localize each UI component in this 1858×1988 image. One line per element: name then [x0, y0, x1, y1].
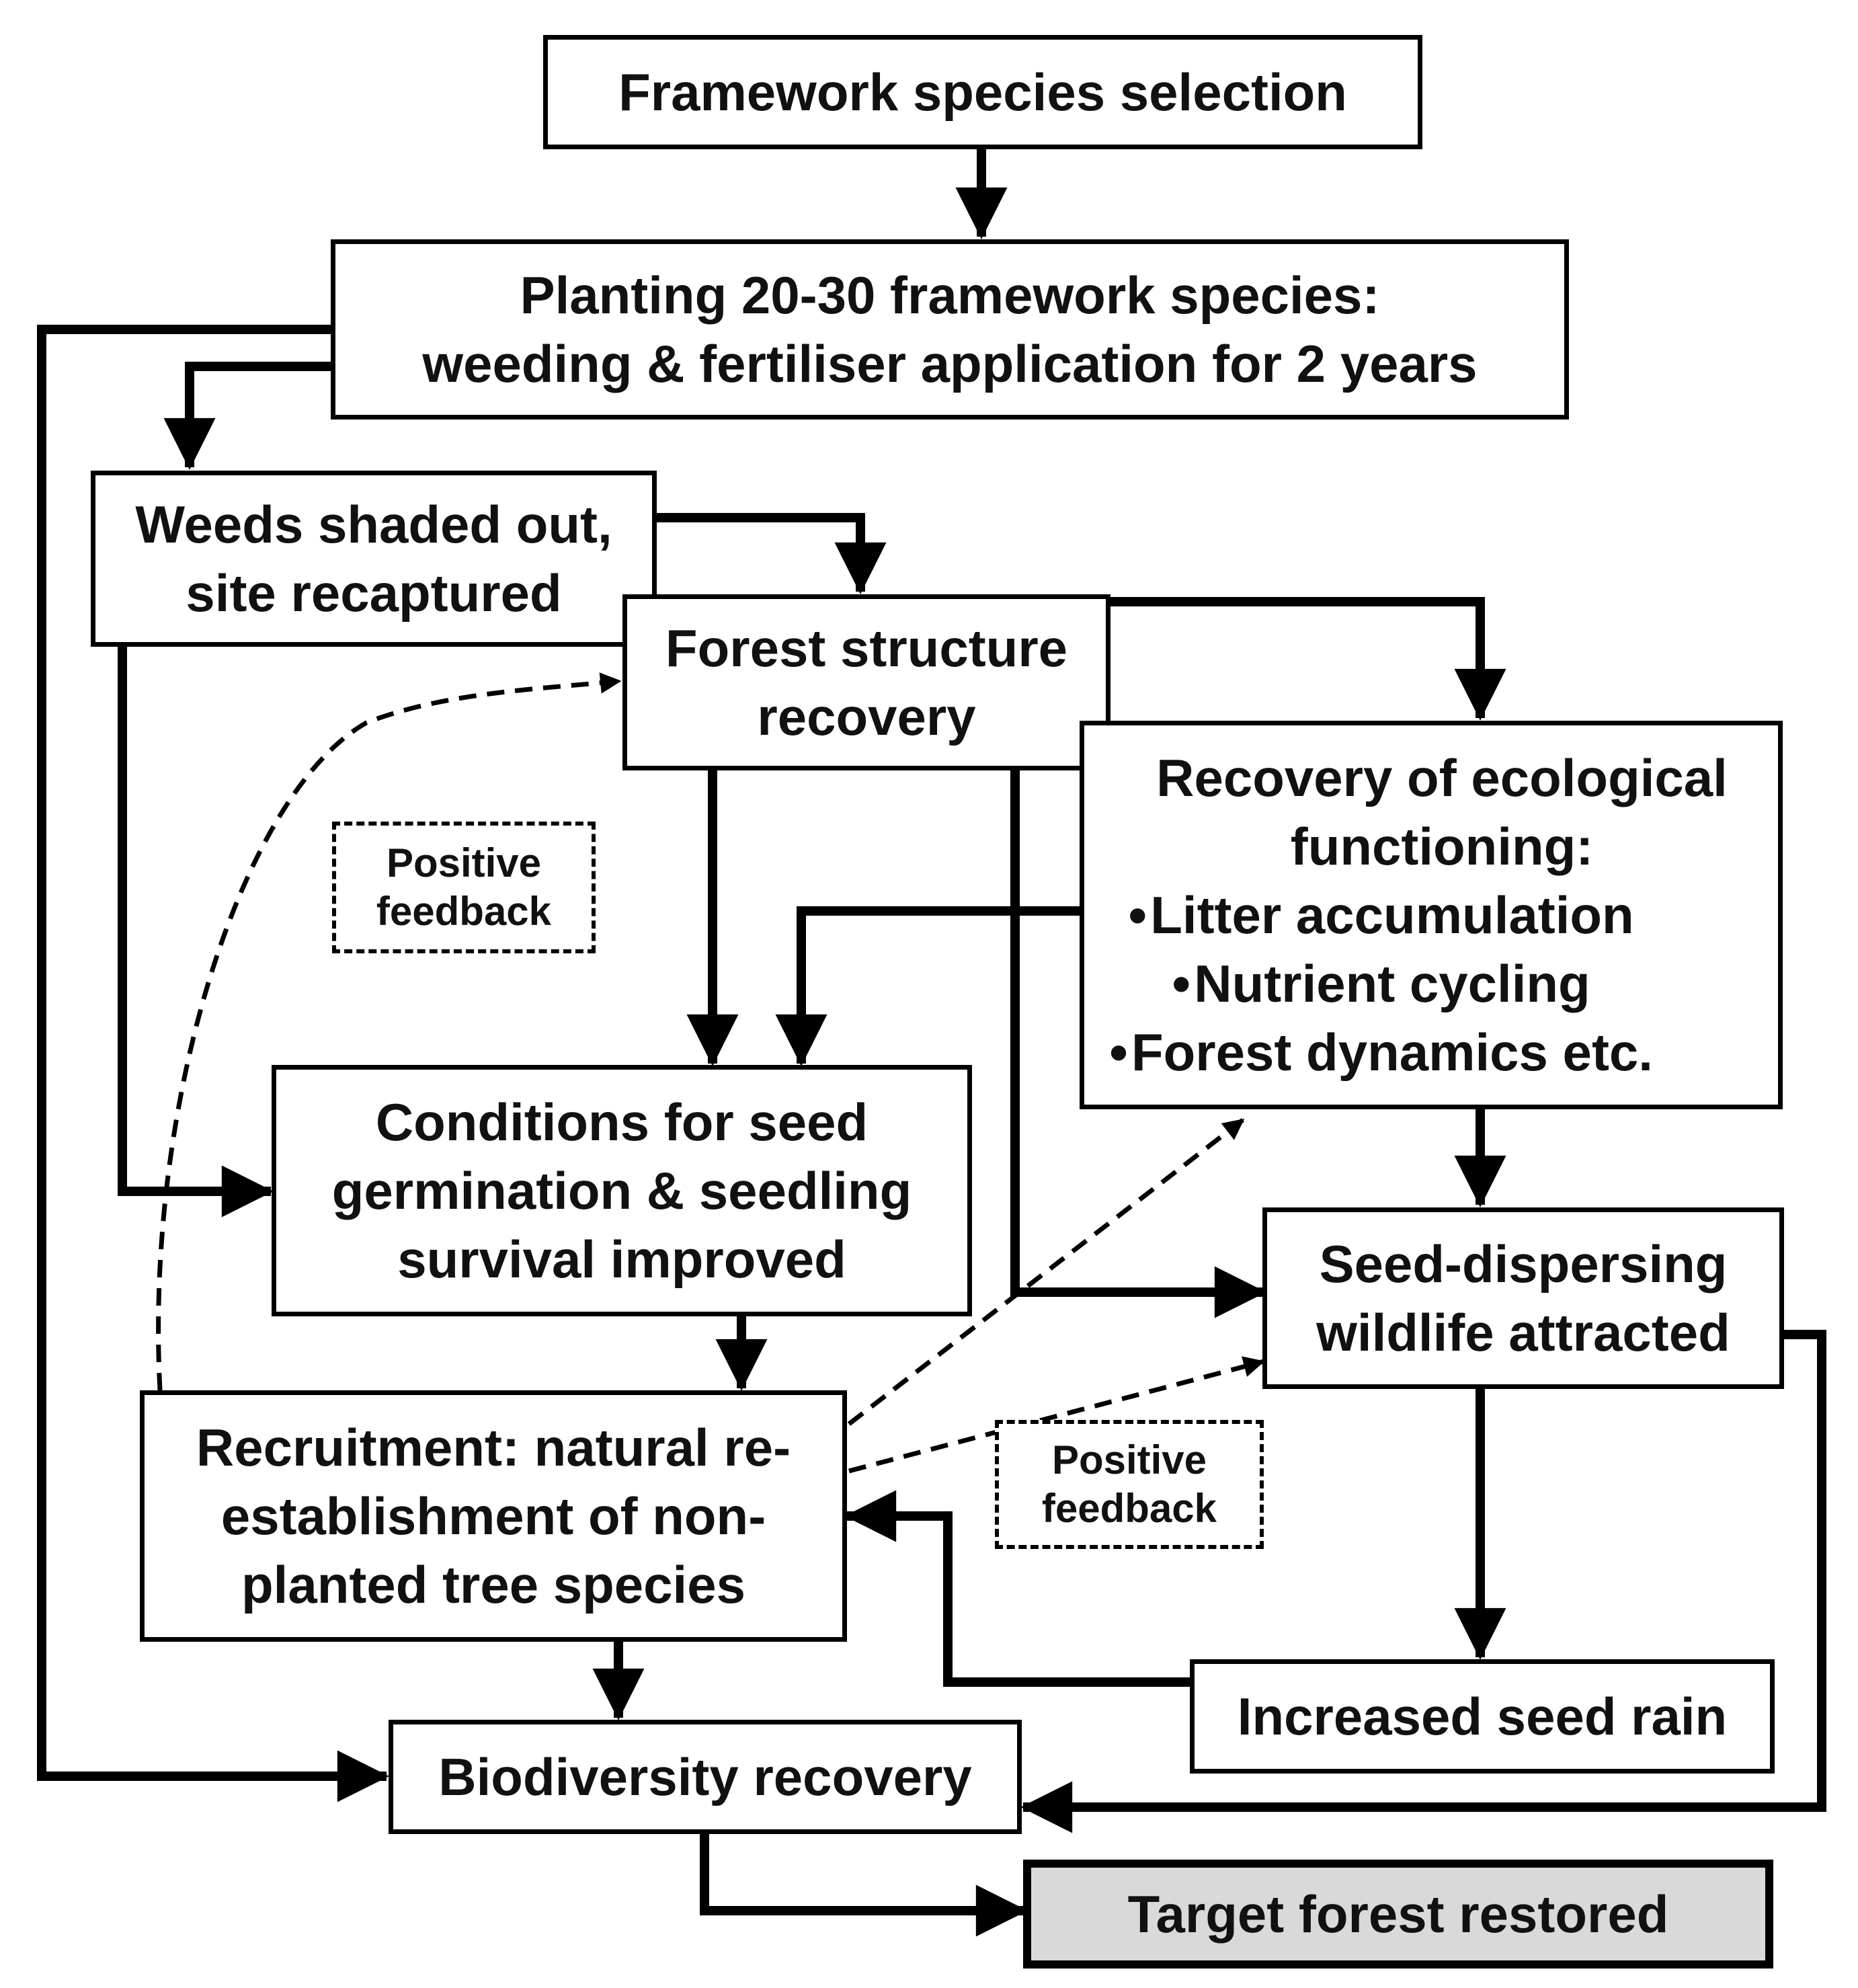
conditions-line: germination & seedling	[331, 1161, 912, 1220]
forest-structure-box: Forest structure recovery	[622, 594, 1110, 770]
arrow-weeds-to-forest-structure	[654, 513, 887, 594]
recruitment-line: Recruitment: natural re-	[196, 1418, 791, 1477]
ecological-functioning-box: Recovery of ecological functioning: Litt…	[1080, 721, 1783, 1109]
planting-line: weeding & fertiliser application for 2 y…	[422, 334, 1478, 393]
list-item: Litter accumulation	[1131, 881, 1653, 949]
arrow-planting-to-biodiversity	[37, 325, 389, 1802]
ecological-functioning-title: functioning:	[1290, 817, 1594, 876]
positive-feedback-line: feedback	[1041, 1486, 1217, 1531]
target-forest-line: Target forest restored	[1127, 1884, 1669, 1944]
conditions-box: Conditions for seed germination & seedli…	[272, 1065, 972, 1316]
positive-feedback-label-right: Positive feedback	[995, 1420, 1264, 1549]
framework-selection-line: Framework species selection	[618, 63, 1347, 122]
arrow-structure-to-ecological	[1107, 597, 1506, 721]
positive-feedback-line: Positive	[386, 840, 542, 885]
seed-rain-box: Increased seed rain	[1190, 1659, 1775, 1774]
positive-feedback-label-left: Positive feedback	[332, 822, 596, 953]
conditions-line: survival improved	[397, 1230, 846, 1289]
arrow-ecological-to-conditions	[775, 906, 1082, 1066]
recruitment-box: Recruitment: natural re- establishment o…	[140, 1390, 847, 1642]
positive-feedback-line: Positive	[1051, 1437, 1207, 1482]
forest-structure-line: Forest structure	[665, 619, 1068, 678]
arrow-wildlife-to-biodiversity	[1020, 1330, 1826, 1833]
arrow-seed-rain-to-recruitment	[844, 1490, 1190, 1687]
seed-rain-line: Increased seed rain	[1237, 1687, 1728, 1746]
ecological-functioning-title: Recovery of ecological	[1156, 748, 1728, 807]
weeds-shaded-line: site recaptured	[186, 563, 562, 623]
seed-dispersing-line: Seed-dispersing	[1319, 1234, 1728, 1294]
arrow-biodiversity-to-target	[700, 1829, 1028, 1937]
conditions-line: Conditions for seed	[375, 1092, 869, 1152]
arrow-planting-to-weeds	[163, 362, 333, 470]
positive-feedback-line: feedback	[376, 889, 552, 934]
planting-box: Planting 20-30 framework species: weedin…	[331, 239, 1569, 420]
weeds-shaded-line: Weeds shaded out,	[135, 495, 612, 554]
forest-structure-line: recovery	[757, 687, 976, 746]
list-item: Forest dynamics etc.	[1131, 1018, 1653, 1086]
recruitment-line: planted tree species	[241, 1555, 745, 1614]
seed-dispersing-box: Seed-dispersing wildlife attracted	[1262, 1207, 1784, 1389]
arrow-structure-to-wildlife	[1010, 768, 1266, 1318]
biodiversity-line: Biodiversity recovery	[438, 1747, 972, 1806]
planting-line: Planting 20-30 framework species:	[520, 266, 1380, 325]
list-item: Nutrient cycling	[1131, 949, 1653, 1018]
ecological-functioning-list: Litter accumulation Nutrient cycling For…	[1106, 881, 1653, 1086]
weeds-shaded-box: Weeds shaded out, site recaptured	[91, 471, 657, 647]
feedback-recruitment-to-wildlife	[848, 1356, 1265, 1474]
target-forest-box: Target forest restored	[1023, 1860, 1773, 1969]
biodiversity-box: Biodiversity recovery	[389, 1720, 1022, 1834]
feedback-recruitment-to-structure	[156, 672, 622, 1391]
framework-selection-box: Framework species selection	[543, 35, 1422, 149]
recruitment-line: establishment of non-	[220, 1486, 766, 1546]
arrow-weeds-to-conditions	[118, 647, 274, 1218]
seed-dispersing-line: wildlife attracted	[1316, 1303, 1730, 1362]
